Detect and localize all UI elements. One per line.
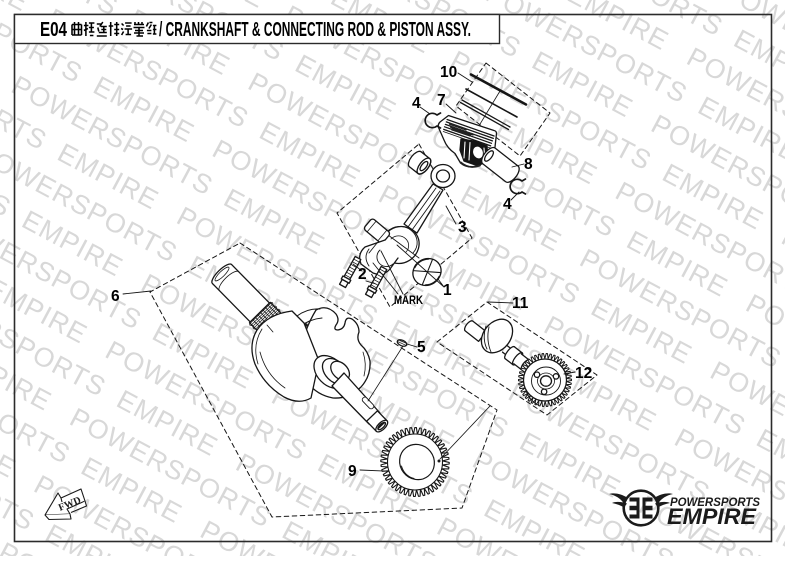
svg-text:9: 9: [348, 463, 357, 480]
svg-text:4: 4: [412, 95, 421, 112]
svg-text:POWERSPORTS: POWERSPORTS: [670, 497, 760, 509]
svg-text:7: 7: [437, 92, 446, 109]
svg-text:E04: E04: [40, 19, 68, 41]
svg-text:2: 2: [358, 266, 367, 283]
svg-text:6: 6: [111, 288, 120, 305]
svg-text:8: 8: [524, 156, 533, 173]
svg-text:EMPIRE: EMPIRE: [667, 504, 757, 529]
svg-text:4: 4: [503, 196, 512, 213]
svg-text:/ CRANKSHAFT & CONNECTING ROD: / CRANKSHAFT & CONNECTING ROD & PISTON A…: [159, 19, 471, 41]
svg-text:11: 11: [512, 295, 529, 312]
svg-text:12: 12: [575, 365, 592, 382]
svg-text:MARK: MARK: [394, 293, 423, 307]
svg-text:1: 1: [443, 282, 452, 299]
svg-text:3: 3: [458, 219, 467, 236]
svg-text:10: 10: [440, 64, 457, 81]
svg-text:5: 5: [417, 339, 426, 356]
